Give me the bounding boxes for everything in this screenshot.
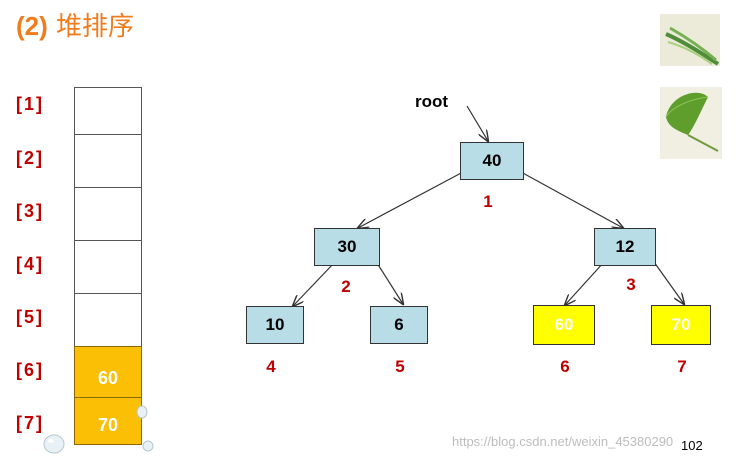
root-pointer-arrow — [466, 105, 488, 141]
edge-3-7 — [653, 261, 684, 304]
edge-2-5 — [376, 262, 403, 304]
tree-node-6: 60 — [533, 305, 595, 345]
node-index-5: 5 — [395, 357, 405, 376]
node-index-7: 7 — [677, 357, 687, 376]
tree-node-1: 40 — [460, 142, 524, 180]
array-label-3: [3] — [16, 201, 44, 221]
node-index-4: 4 — [266, 357, 276, 376]
root-label: root — [415, 92, 449, 111]
array-label-2: [2] — [16, 148, 44, 168]
edge-2-4 — [293, 262, 335, 306]
watermark: https://blog.csdn.net/weixin_45380290 — [452, 434, 674, 449]
node-index-6: 6 — [560, 357, 570, 376]
tree-node-3: 12 — [594, 228, 656, 266]
edge-1-3 — [520, 171, 623, 228]
array-cell-value: 70 — [97, 415, 119, 435]
array-cell-2 — [74, 134, 142, 188]
array-cell-7: 70 — [74, 397, 142, 445]
edge-3-6 — [565, 261, 605, 305]
node-index-1: 1 — [483, 192, 493, 211]
array-cell-value: 60 — [97, 368, 119, 388]
page-number: 102 — [681, 438, 703, 453]
tree-node-7: 70 — [651, 305, 711, 345]
node-index-2: 2 — [341, 277, 351, 296]
title-text: 堆排序 — [56, 12, 135, 42]
array-label-7: [7] — [16, 413, 44, 433]
tree-node-4: 10 — [246, 306, 304, 344]
node-index-3: 3 — [626, 275, 636, 294]
tree-node-2: 30 — [314, 228, 380, 266]
grass-leaf-image — [660, 14, 720, 66]
title-number: (2) — [16, 11, 48, 41]
tree-node-5: 6 — [370, 306, 428, 344]
edge-1-2 — [358, 171, 464, 228]
water-drops-decoration — [43, 405, 154, 454]
ginkgo-leaf-image — [660, 87, 722, 159]
array-label-5: [5] — [16, 307, 44, 327]
array-label-6: [6] — [16, 360, 44, 380]
array-cell-4 — [74, 240, 142, 294]
array-label-1: [1] — [16, 94, 44, 114]
slide-title: (2) 堆排序 — [16, 6, 134, 43]
array-label-4: [4] — [16, 254, 44, 274]
array-cell-6: 60 — [74, 346, 142, 398]
